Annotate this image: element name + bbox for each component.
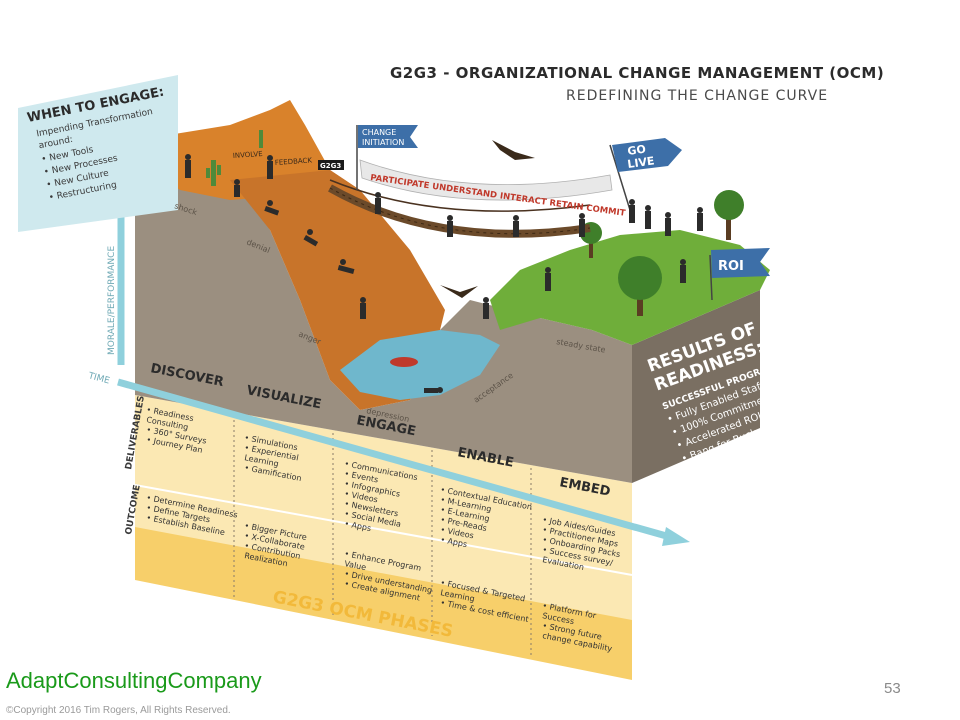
sign-feedback: FEEDBACK [275, 156, 313, 167]
person-icon [579, 213, 585, 237]
sign-involve: INVOLVE [233, 150, 263, 160]
person-icon [375, 192, 381, 214]
cactus-icon [259, 130, 263, 148]
deliverables-band [135, 395, 632, 620]
cactus-icon [206, 160, 221, 186]
person-icon [267, 155, 273, 179]
person-icon [483, 297, 489, 319]
person-icon [303, 229, 319, 247]
g2g3-sign: G2G3 [318, 160, 344, 170]
eagle-icon [492, 140, 535, 160]
flag-label: INITIATION [362, 138, 404, 147]
person-icon [234, 179, 240, 197]
page-subtitle: REDEFINING THE CHANGE CURVE [566, 88, 829, 104]
y-axis-label: MORALE/PERFORMANCE [107, 246, 117, 355]
time-axis-arrow [117, 378, 690, 546]
water-pool [340, 330, 500, 400]
tree-icon [714, 190, 744, 240]
person-icon [697, 207, 703, 231]
person-icon [545, 267, 551, 291]
eagle-icon [440, 285, 478, 298]
brand-name: AdaptConsultingCompany [6, 668, 262, 693]
person-icon [645, 205, 651, 229]
rock-face [135, 160, 632, 483]
copyright: ©Copyright 2016 Tim Rogers, All Rights R… [6, 705, 231, 716]
person-icon [424, 387, 443, 393]
rock-side [632, 290, 760, 483]
outcome-item: Value [344, 559, 367, 572]
svg-text:G2G3: G2G3 [320, 162, 341, 170]
outcome-band [135, 525, 632, 680]
tree-icon [618, 256, 662, 316]
page-title: G2G3 - ORGANIZATIONAL CHANGE MANAGEMENT … [390, 64, 885, 82]
flag-go-live: GO LIVE [609, 138, 682, 211]
person-icon [447, 215, 453, 237]
person-icon [513, 215, 519, 237]
person-icon [360, 297, 366, 319]
flag-change-initiation: CHANGE INITIATION [356, 125, 418, 190]
page-number: 53 [884, 680, 901, 697]
person-icon [337, 259, 355, 274]
flag-roi: ROI [709, 248, 770, 301]
person-icon [185, 154, 191, 178]
person-icon [629, 199, 635, 223]
when-to-engage-panel: WHEN TO ENGAGE: Impending Transformation… [18, 75, 178, 232]
flag-label: ROI [718, 259, 744, 274]
row-separator [134, 484, 633, 576]
person-icon [665, 212, 671, 236]
person-icon [680, 259, 686, 283]
flag-label: CHANGE [362, 128, 396, 137]
raft-icon [390, 357, 418, 367]
flag-label: LIVE [627, 154, 656, 171]
x-axis-label: TIME [86, 371, 111, 387]
person-icon [264, 200, 280, 216]
commit-banner: PARTICIPATE UNDERSTAND INTERACT RETAIN C… [359, 159, 626, 219]
flag-label: GO [627, 143, 647, 158]
people-figures [185, 154, 703, 393]
